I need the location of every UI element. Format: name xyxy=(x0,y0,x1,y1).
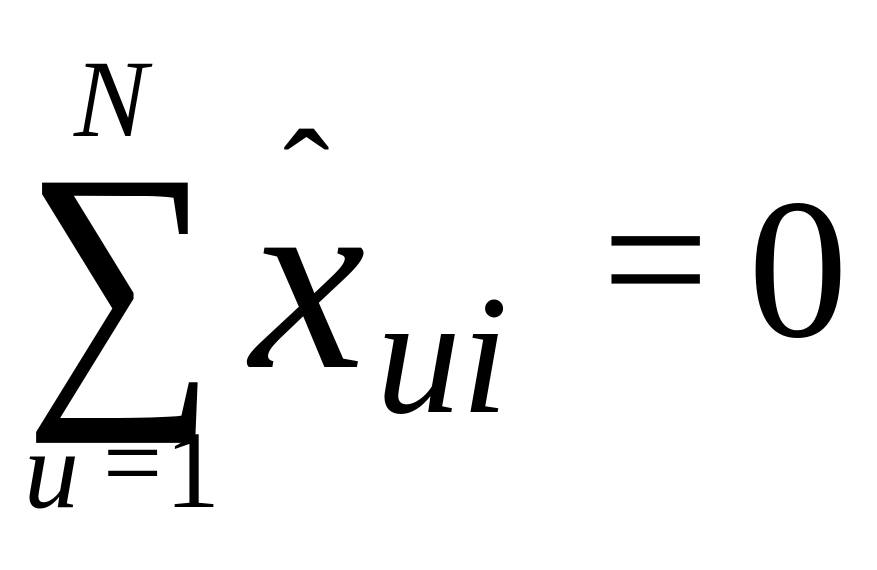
summation-upper-limit: N xyxy=(74,38,148,160)
summand-variable: x xyxy=(250,136,366,424)
summation-lower-value: 1 xyxy=(165,409,220,531)
hat-accent: ˆ xyxy=(283,102,330,257)
summand-subscript: ui xyxy=(376,261,509,449)
summation-symbol: ∑ xyxy=(24,112,217,444)
right-hand-side: 0 xyxy=(748,159,848,380)
equals-sign: = xyxy=(602,155,710,365)
summation-lower-variable: u xyxy=(24,409,79,531)
summation-lower-equals: = xyxy=(103,404,163,521)
